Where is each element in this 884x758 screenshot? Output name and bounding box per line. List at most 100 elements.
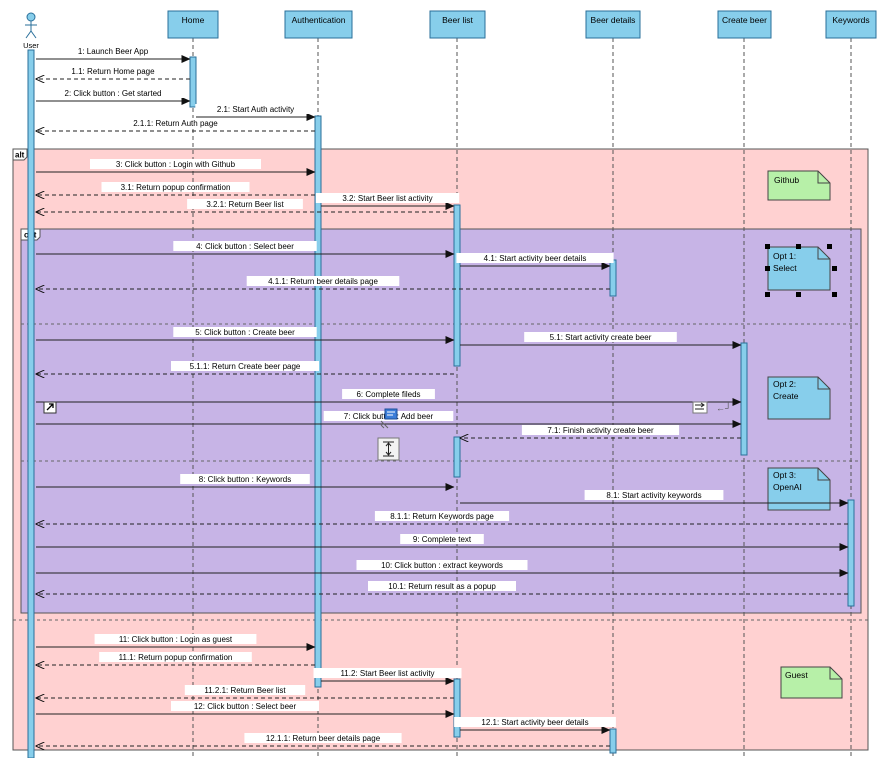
resize-handle-icon[interactable]	[43, 401, 57, 414]
lifeline-label: Create beer	[722, 15, 767, 25]
note-opt1-select[interactable]: Opt 1: Select	[765, 244, 837, 297]
message-label: 3.2.1: Return Beer list	[206, 200, 284, 209]
activation-bar	[453, 436, 461, 478]
message-label: 3.2: Start Beer list activity	[342, 194, 432, 203]
actor-head	[26, 12, 36, 22]
message-call[interactable]: 6: Complete fileds	[36, 389, 742, 406]
note-github[interactable]: Github	[767, 170, 831, 201]
message-call[interactable]: 10: Click button : extract keywords	[36, 560, 849, 577]
message-call[interactable]: 2.1: Start Auth activity	[195, 104, 316, 121]
alt-fragment-keyword: alt	[15, 151, 25, 160]
message-call[interactable]: 4.1: Start activity beer details	[456, 253, 614, 270]
lifeline-keywords[interactable]: Keywords	[825, 10, 877, 758]
note-opt2-create[interactable]: Opt 2: Create	[767, 376, 831, 420]
message-label: 12.1: Start activity beer details	[481, 718, 588, 727]
selection-handles[interactable]	[765, 244, 837, 297]
message-call[interactable]: 5: Click button : Create beer	[36, 327, 455, 344]
editor-overlays: ←┘	[43, 401, 731, 461]
message-label-bg	[66, 46, 160, 56]
message-call[interactable]: 3.2: Start Beer list activity	[315, 193, 460, 210]
message-tool-icon[interactable]	[692, 401, 708, 414]
message-label: 8.1: Start activity keywords	[606, 491, 701, 500]
message-label-bg	[454, 717, 616, 727]
message-label-bg	[524, 332, 677, 342]
message-label-bg	[244, 733, 402, 743]
message-label: 3: Click button : Login with Github	[116, 160, 236, 169]
message-call[interactable]: 3: Click button : Login with Github	[36, 159, 316, 176]
note-text: Guest	[785, 670, 808, 680]
message-call[interactable]: 11.2: Start Beer list activity	[313, 668, 462, 685]
message-return[interactable]: 11.2.1: Return Beer list	[36, 685, 454, 698]
activation-bars	[27, 49, 855, 758]
message-label: 2.1.1: Return Auth page	[133, 119, 218, 128]
note-text-line: OpenAI	[773, 482, 802, 492]
actor-label: User	[23, 41, 39, 50]
vertical-resize-icon[interactable]	[377, 437, 400, 461]
message-return[interactable]: 12.1.1: Return beer details page	[36, 733, 610, 746]
message-label: 12.1.1: Return beer details page	[266, 734, 381, 743]
message-label: 4: Click button : Select beer	[196, 242, 294, 251]
message-return[interactable]: 11.1: Return popup confirmation	[36, 652, 315, 665]
message-label: 11.1: Return popup confirmation	[119, 653, 233, 662]
message-label: 1: Launch Beer App	[78, 47, 149, 56]
note-text-line: Create	[773, 391, 799, 401]
lifeline-label: Home	[182, 15, 205, 25]
message-label: 10.1: Return result as a popup	[388, 582, 496, 591]
message-label-bg	[374, 511, 510, 521]
message-call[interactable]: 11: Click button : Login as guest	[36, 634, 316, 651]
message-label: 4.1: Start activity beer details	[484, 254, 587, 263]
message-call[interactable]: 12: Click button : Select beer	[36, 701, 455, 718]
note-guest[interactable]: Guest	[780, 666, 843, 699]
message-call[interactable]: 5.1: Start activity create beer	[460, 332, 742, 349]
message-return[interactable]: 3.1: Return popup confirmation	[36, 182, 315, 195]
message-icon[interactable]	[380, 408, 398, 429]
message-label: 5.1.1: Return Create beer page	[190, 362, 301, 371]
lifeline-label: Authentication	[292, 15, 346, 25]
note-opt3-openai[interactable]: Opt 3: OpenAI	[767, 467, 831, 511]
lifeline-home[interactable]: Home	[167, 10, 219, 758]
activation-bar	[740, 342, 748, 456]
message-label: 4.1.1: Return beer details page	[268, 277, 378, 286]
message-return[interactable]: 1.1: Return Home page	[36, 66, 190, 79]
message-return[interactable]: 10.1: Return result as a popup	[36, 581, 848, 594]
message-return[interactable]: 2.1.1: Return Auth page	[36, 118, 315, 131]
message-call[interactable]: 2: Click button : Get started	[36, 88, 191, 105]
message-label: 8: Click button : Keywords	[199, 475, 291, 484]
message-label-bg	[246, 276, 400, 286]
message-call[interactable]: 9: Complete text	[36, 534, 849, 551]
message-label: 7.1: Finish activity create beer	[547, 426, 654, 435]
note-text: Opt 2: Create	[773, 379, 799, 401]
lifeline-beer-details[interactable]: Beer details	[585, 10, 641, 758]
message-label: 2.1: Start Auth activity	[217, 105, 294, 114]
message-return[interactable]: 5.1.1: Return Create beer page	[36, 361, 454, 374]
message-call[interactable]: 4: Click button : Select beer	[36, 241, 455, 258]
message-return[interactable]: 7.1: Finish activity create beer	[460, 425, 741, 438]
lifeline-label: Beer list	[442, 15, 473, 25]
message-return[interactable]: 4.1.1: Return beer details page	[36, 276, 610, 289]
message-label: 5: Click button : Create beer	[195, 328, 295, 337]
message-label: 1.1: Return Home page	[71, 67, 155, 76]
message-label-bg	[368, 581, 516, 591]
return-message-tool-icon[interactable]: ←┘	[716, 402, 731, 413]
message-call[interactable]: 8: Click button : Keywords	[36, 474, 455, 491]
message-call[interactable]: 12.1: Start activity beer details	[454, 717, 616, 734]
note-text-line: Select	[773, 263, 797, 273]
message-label: 11.2.1: Return Beer list	[204, 686, 286, 695]
message-label: 12: Click button : Select beer	[194, 702, 297, 711]
message-label-bg	[356, 560, 528, 570]
message-return[interactable]: 3.2.1: Return Beer list	[36, 199, 454, 212]
note-text-line: Opt 2:	[773, 379, 796, 389]
message-label-bg	[195, 104, 316, 114]
lifeline-beer-list[interactable]: Beer list	[429, 10, 486, 758]
message-label-bg	[173, 327, 317, 337]
messages: 1: Launch Beer App 1.1: Return Home page 2…	[36, 46, 849, 746]
message-label: 3.1: Return popup confirmation	[121, 183, 231, 192]
message-call[interactable]: 8.1: Start activity keywords	[460, 490, 849, 507]
message-call[interactable]: 1: Launch Beer App	[36, 46, 191, 63]
activation-bar	[453, 204, 461, 367]
activation-bar	[609, 259, 617, 297]
message-label-bg	[94, 634, 257, 644]
message-return[interactable]: 8.1.1: Return Keywords page	[36, 511, 848, 524]
activation-bar	[27, 49, 35, 758]
